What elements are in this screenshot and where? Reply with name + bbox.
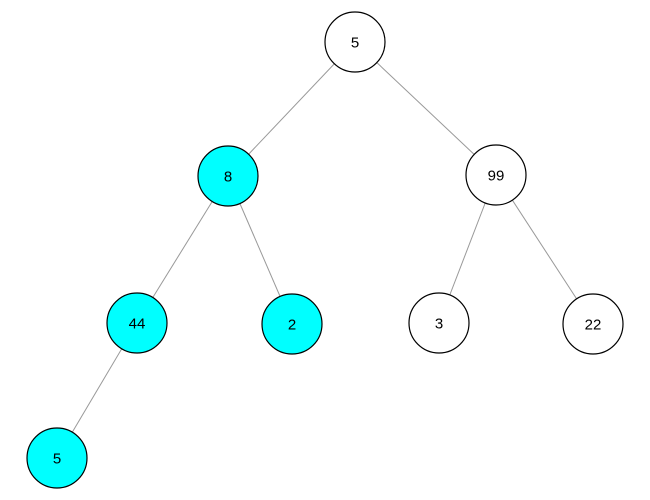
tree-edges-layer [56,41,594,459]
node-circle [106,292,168,354]
node-label: 3 [435,315,443,332]
tree-node-n8[interactable]: 8 [197,145,259,207]
tree-node-n2[interactable]: 2 [261,293,323,355]
node-label: 5 [53,450,61,467]
tree-node-leaf5[interactable]: 5 [26,427,88,489]
tree-node-root5[interactable]: 5 [324,11,386,73]
tree-node-n99[interactable]: 99 [465,144,527,206]
node-label: 22 [585,316,602,333]
node-circle [562,293,624,355]
node-circle [26,427,88,489]
tree-node-n3[interactable]: 3 [408,292,470,354]
node-label: 44 [129,315,146,332]
node-label: 8 [224,168,232,185]
node-circle [324,11,386,73]
tree-node-n44[interactable]: 44 [106,292,168,354]
tree-nodes-layer: 5 8 99 44 2 3 22 5 [26,11,624,489]
node-circle [408,292,470,354]
tree-node-n22[interactable]: 22 [562,293,624,355]
tree-edge-root5-n8 [227,41,356,177]
node-label: 5 [351,34,359,51]
node-circle [197,145,259,207]
node-label: 2 [288,316,296,333]
node-circle [261,293,323,355]
node-label: 99 [488,167,505,184]
node-circle [465,144,527,206]
tree-edge-root5-n99 [354,41,497,176]
